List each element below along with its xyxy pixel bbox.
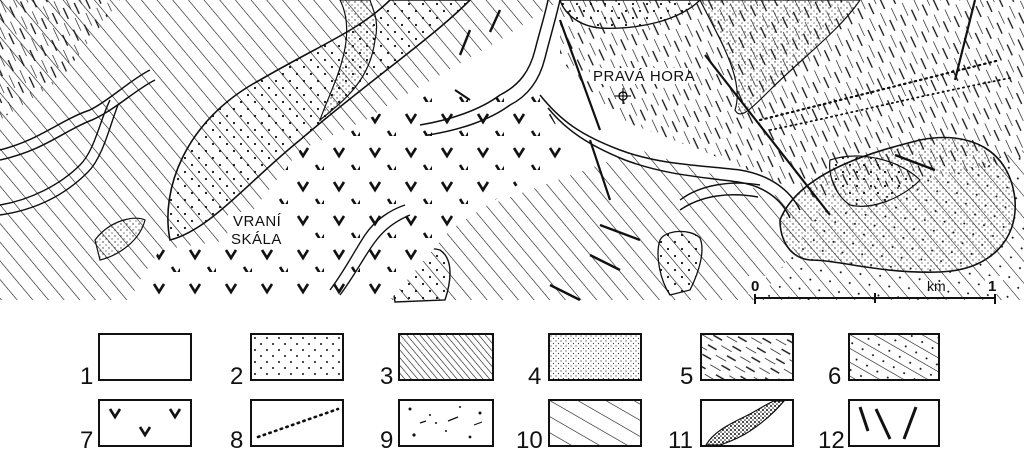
legend-number: 12 (818, 427, 845, 454)
legend-swatch-dashed-lines (700, 333, 794, 381)
legend-swatch-v-marks (98, 399, 192, 447)
legend-swatch-dotted-line (250, 399, 344, 447)
legend-swatch-line-segments (848, 399, 940, 447)
legend-number: 2 (230, 363, 244, 390)
legend-swatch-sparse-dots (250, 333, 344, 381)
legend-swatch-dense-hatch (398, 333, 494, 381)
legend-number: 3 (380, 363, 394, 390)
legend-number: 8 (230, 427, 244, 454)
scale-unit-label: km (927, 278, 946, 294)
legend-swatch-blank (98, 333, 192, 381)
legend-number: 4 (528, 363, 542, 390)
legend-number: 11 (668, 427, 693, 454)
legend-number: 9 (380, 427, 394, 454)
legend-number: 7 (80, 427, 94, 454)
map-legend: 1 2 3 4 5 6 7 (0, 315, 1024, 466)
legend-number: 10 (516, 427, 543, 454)
scale-start-label: 0 (751, 278, 759, 295)
legend-swatch-scattered (398, 399, 494, 447)
legend-swatch-diagonal-lines (548, 399, 642, 447)
legend-number: 6 (828, 363, 842, 390)
legend-number: 5 (680, 363, 694, 390)
legend-swatch-dotted-band (700, 399, 794, 447)
summit-point-icon (615, 88, 631, 104)
geological-map: 0 km 1 PRAVÁ HORA VRANÍ SKÁLA (0, 0, 1024, 304)
legend-swatch-lines-dots (848, 333, 940, 381)
legend-swatch-fine-stipple (548, 333, 642, 381)
place-label-vrani: VRANÍ (233, 213, 282, 230)
place-label-skala: SKÁLA (231, 231, 282, 248)
legend-number: 1 (80, 363, 94, 390)
scale-end-label: 1 (988, 278, 996, 295)
place-label-prava-hora: PRAVÁ HORA (593, 68, 695, 85)
